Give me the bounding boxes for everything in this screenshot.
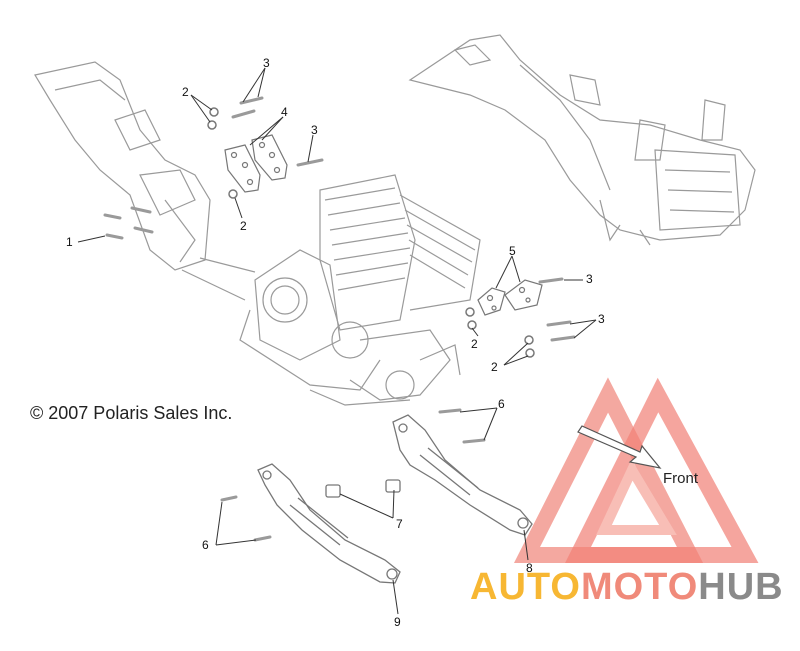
torque-arm-8 bbox=[392, 414, 533, 536]
callout-3b: 3 bbox=[311, 123, 318, 137]
mount-plates-4 bbox=[224, 134, 288, 193]
callout-1: 1 bbox=[66, 235, 73, 249]
front-label: Front bbox=[663, 470, 699, 487]
callout-5: 5 bbox=[509, 244, 516, 258]
callout-2d: 2 bbox=[491, 360, 498, 374]
bolt-set-1 bbox=[103, 206, 154, 240]
engine-assembly bbox=[239, 174, 481, 406]
callout-3c: 3 bbox=[586, 272, 593, 286]
watermark-moto: MOTO bbox=[580, 566, 699, 608]
callout-8: 8 bbox=[526, 561, 533, 575]
callout-6b: 6 bbox=[202, 538, 209, 552]
watermark-auto: AUTO bbox=[470, 566, 581, 608]
bolts-and-nuts bbox=[220, 96, 576, 542]
watermark-hub: HUB bbox=[698, 566, 784, 608]
watermark-logo-icon bbox=[513, 377, 759, 563]
callout-2a: 2 bbox=[182, 85, 189, 99]
right-frame bbox=[408, 34, 756, 246]
torque-arm-9 bbox=[257, 463, 401, 584]
mount-plates-5 bbox=[477, 279, 543, 316]
callout-2b: 2 bbox=[240, 219, 247, 233]
leader-lines bbox=[77, 67, 597, 615]
copyright-text: © 2007 Polaris Sales Inc. bbox=[30, 403, 233, 423]
callout-6a: 6 bbox=[498, 397, 505, 411]
nuts bbox=[207, 107, 535, 358]
left-frame-rail bbox=[34, 61, 256, 301]
callout-3a: 3 bbox=[263, 56, 270, 70]
callout-3d: 3 bbox=[598, 312, 605, 326]
callout-4: 4 bbox=[281, 105, 288, 119]
callout-7: 7 bbox=[396, 517, 403, 531]
callout-9: 9 bbox=[394, 615, 401, 629]
bushings-7 bbox=[325, 479, 401, 498]
callout-2c: 2 bbox=[471, 337, 478, 351]
watermark-text: AUTOMOTOHUB bbox=[470, 566, 784, 609]
front-arrow-icon bbox=[577, 425, 662, 469]
